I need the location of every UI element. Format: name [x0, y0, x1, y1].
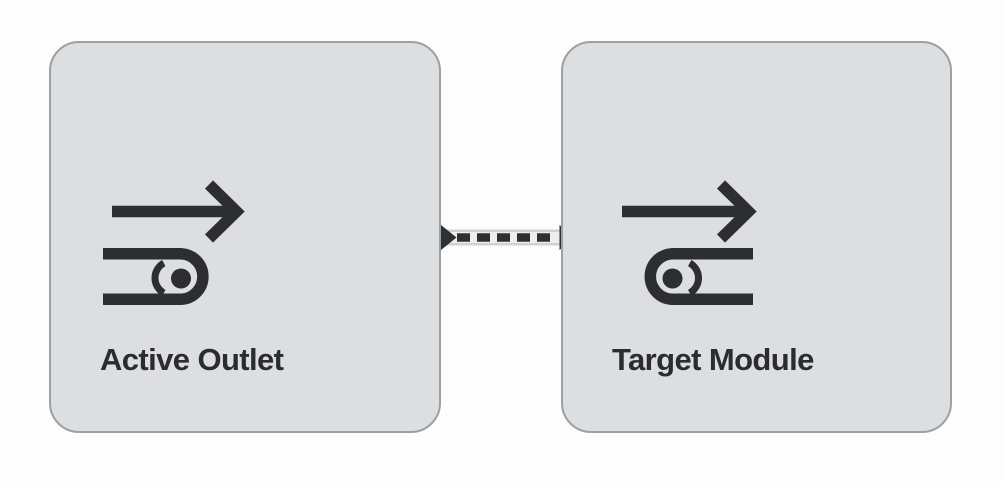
node-target-module[interactable]: Target Module: [561, 41, 952, 433]
node-active-outlet[interactable]: Active Outlet: [49, 41, 441, 433]
arrow-exit-loop-icon: [103, 180, 245, 306]
connector-start-arrowhead: [441, 225, 457, 250]
node-label-active-outlet: Active Outlet: [100, 342, 284, 377]
node-label-target-module: Target Module: [612, 342, 814, 377]
arrow-enter-loop-icon: [622, 180, 757, 306]
